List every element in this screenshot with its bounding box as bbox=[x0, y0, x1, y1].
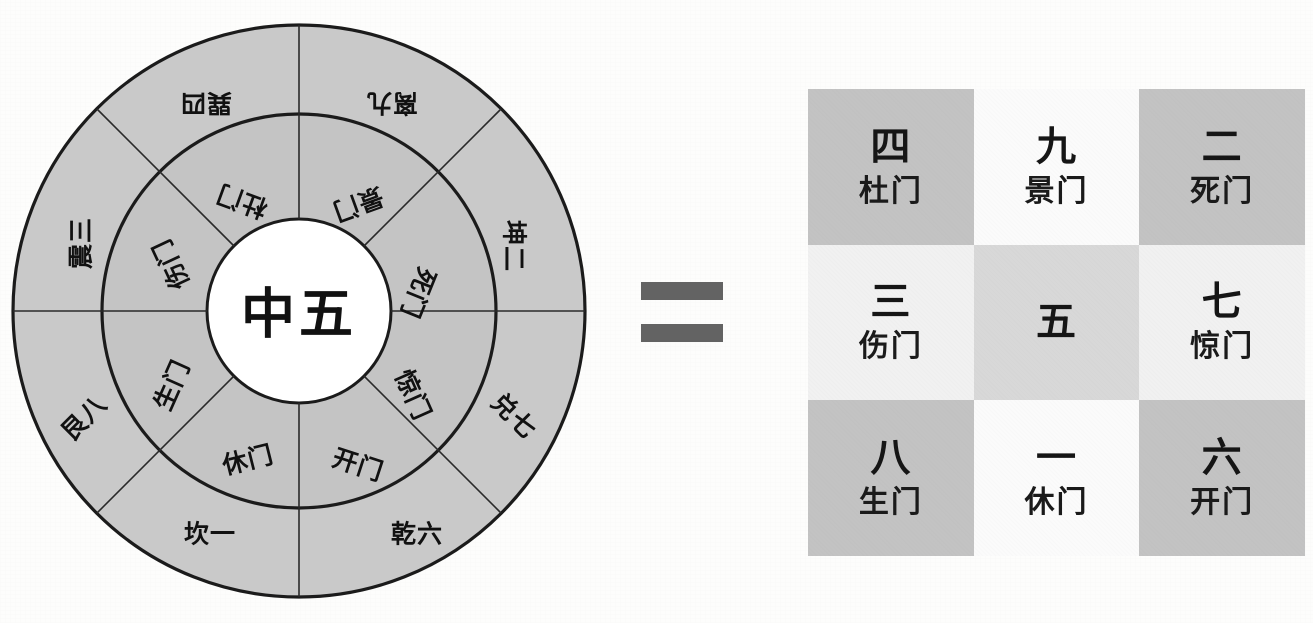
grid-cell-r2c0: 八 生门 bbox=[808, 400, 974, 556]
outer-label-xun-4: 巽四 bbox=[180, 89, 232, 118]
grid-cell-r0c2: 二 死门 bbox=[1139, 89, 1305, 245]
outer-label-kan-1: 坎一 bbox=[184, 520, 236, 549]
grid-number-r2c1: 一 bbox=[1035, 435, 1077, 482]
grid-gate-r0c1: 景门 bbox=[1024, 173, 1089, 209]
grid-gate-r2c1: 休门 bbox=[1024, 485, 1089, 521]
grid-cell-r0c1: 九 景门 bbox=[973, 89, 1140, 245]
grid-cell-r0c0: 四 杜门 bbox=[808, 89, 974, 245]
center-hub-label: 中五 bbox=[241, 283, 357, 346]
grid-number-r0c0: 四 bbox=[870, 123, 912, 170]
grid-cell-r1c2: 七 惊门 bbox=[1139, 244, 1305, 401]
grid-gate-r2c2: 开门 bbox=[1190, 485, 1255, 521]
grid-cell-r1c0: 三 伤门 bbox=[808, 244, 974, 401]
outer-label-qian-6: 乾六 bbox=[391, 520, 443, 549]
grid-number-r2c2: 六 bbox=[1201, 435, 1243, 482]
grid-gate-r1c0: 伤门 bbox=[858, 329, 923, 365]
luoshu-grid: 四 杜门 九 景门 二 死门 三 伤门 五 七 惊门 八 生门 一 休门 六 开… bbox=[808, 89, 1305, 556]
outer-label-li-9: 离九 bbox=[366, 89, 418, 118]
grid-cell-r2c1: 一 休门 bbox=[973, 400, 1140, 556]
grid-number-r0c1: 九 bbox=[1035, 123, 1077, 170]
equals-bar-top bbox=[641, 282, 723, 300]
grid-number-r1c0: 三 bbox=[870, 279, 912, 326]
grid-number-r1c2: 七 bbox=[1201, 279, 1243, 326]
center-hub-fill bbox=[207, 219, 391, 403]
grid-cell-r1c1: 五 bbox=[973, 244, 1140, 401]
sector-divider-lines bbox=[13, 25, 585, 597]
grid-gate-r0c2: 死门 bbox=[1190, 173, 1255, 209]
grid-gate-r1c2: 惊门 bbox=[1190, 329, 1255, 365]
outer-label-kun-2: 坤二 bbox=[500, 220, 529, 272]
outer-label-zhen-3: 震三 bbox=[67, 217, 96, 269]
grid-number-r2c0: 八 bbox=[870, 435, 912, 482]
grid-gate-r0c0: 杜门 bbox=[858, 173, 923, 209]
grid-cell-r2c2: 六 开门 bbox=[1139, 400, 1305, 556]
grid-number-r0c2: 二 bbox=[1201, 123, 1243, 170]
bagua-circle-diagram: 巽四 离九 坤二 兑七 乾六 坎一 艮八 震三 杜门 景门 死门 惊门 开门 休… bbox=[6, 18, 592, 604]
equals-bar-bottom bbox=[641, 324, 723, 342]
grid-gate-r2c0: 生门 bbox=[858, 485, 923, 521]
equals-sign bbox=[641, 282, 723, 354]
grid-number-r1c1: 五 bbox=[1035, 299, 1077, 346]
